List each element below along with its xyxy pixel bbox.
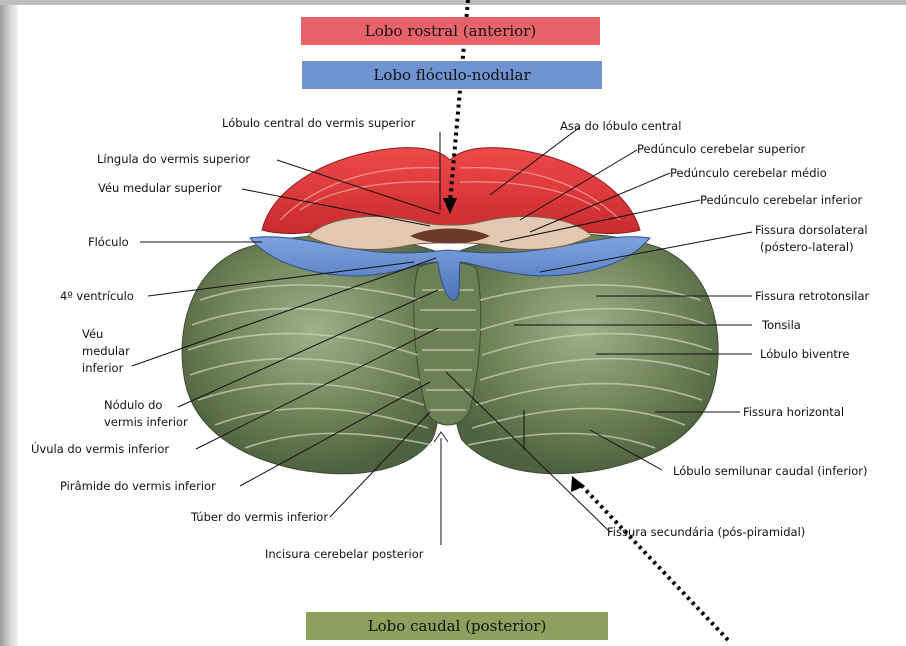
label-fissura-secundaria: Fissura secundária (pós-piramidal) <box>607 525 805 539</box>
label-lobulo-central: Lóbulo central do vermis superior <box>222 116 415 130</box>
label-nodulo-line2: vermis inferior <box>104 415 188 429</box>
label-fissura-retrotonsilar: Fissura retrotonsilar <box>755 289 869 303</box>
label-nodulo-line1: Nódulo do <box>104 398 162 412</box>
label-pedunculo-medio: Pedúnculo cerebelar médio <box>670 166 827 180</box>
label-lobulo-semilunar: Lóbulo semilunar caudal (inferior) <box>673 464 868 478</box>
label-uvula: Úvula do vermis inferior <box>31 442 169 456</box>
label-lobulo-biventre: Lóbulo biventre <box>760 347 849 361</box>
label-veu-inferior-line1: Véu <box>82 327 103 341</box>
label-fissura-horizontal: Fissura horizontal <box>743 405 844 419</box>
label-asa-lobulo-central: Asa do lóbulo central <box>560 119 681 133</box>
rostral-lobe-banner: Lobo rostral (anterior) <box>301 17 600 45</box>
label-veu-inferior-line3: inferior <box>82 361 123 375</box>
label-tuber: Túber do vermis inferior <box>191 510 328 524</box>
label-floculo: Flóculo <box>88 235 129 249</box>
label-incisura: Incisura cerebelar posterior <box>265 547 423 561</box>
label-veu-medular-superior: Véu medular superior <box>98 181 222 195</box>
label-pedunculo-inferior: Pedúnculo cerebelar inferior <box>700 193 862 207</box>
label-tonsila: Tonsila <box>762 318 801 332</box>
label-lingula: Língula do vermis superior <box>97 152 250 166</box>
caudal-lobe-banner: Lobo caudal (posterior) <box>306 612 608 640</box>
label-pedunculo-superior: Pedúnculo cerebelar superior <box>637 142 805 156</box>
label-quarto-ventriculo: 4º ventrículo <box>60 289 134 303</box>
label-piramide: Pirâmide do vermis inferior <box>60 479 216 493</box>
label-veu-inferior-line2: medular <box>82 344 130 358</box>
label-fissura-dorsolateral-line2: (póstero-lateral) <box>760 240 854 254</box>
flocculonodular-lobe-banner: Lobo flóculo-nodular <box>302 61 602 89</box>
label-fissura-dorsolateral-line1: Fissura dorsolateral <box>755 223 868 237</box>
